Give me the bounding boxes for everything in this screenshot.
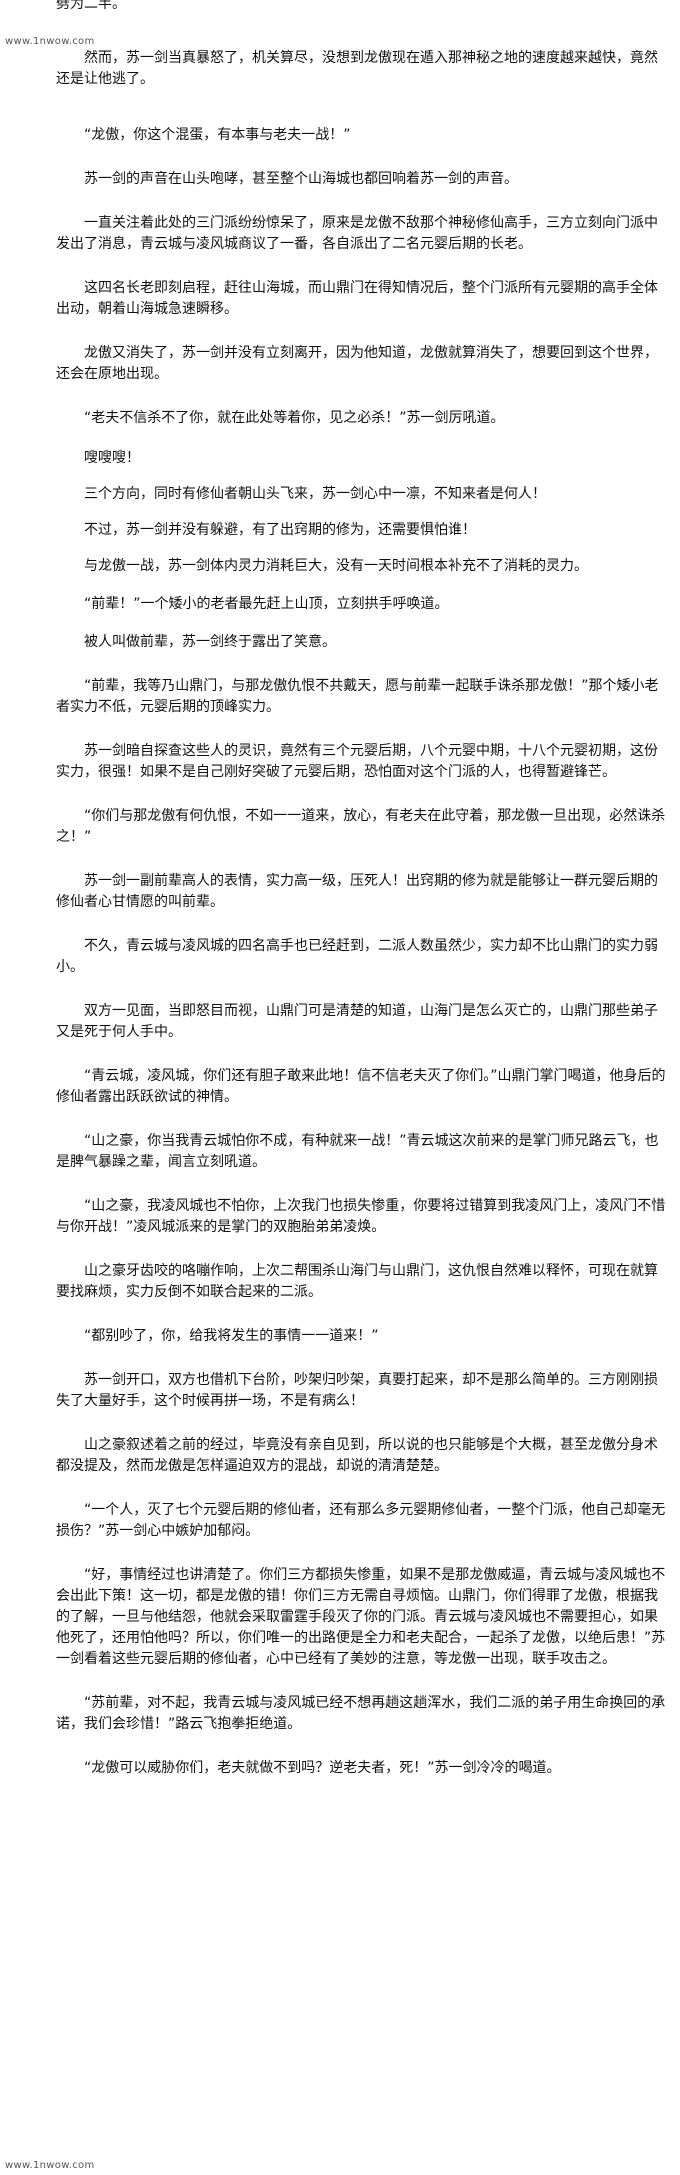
paragraph: 龙傲又消失了，苏一剑并没有立刻离开，因为他知道，龙傲就算消失了，想要回到这个世界… [56,345,658,382]
paragraph: 这四名长老即刻启程，赶往山海城，而山鼎门在得知情况后，整个门派所有元婴期的高手全… [56,280,658,317]
paragraph: 然而，苏一剑当真暴怒了，机关算尽，没想到龙傲现在遁入那神秘之地的速度越来越快，竟… [56,50,658,87]
watermark-top: www.1nwow.com [5,36,95,47]
paragraph: “你们与那龙傲有何仇恨，不如一一道来，放心，有老夫在此守着，那龙傲一旦出现，必然… [56,808,666,845]
paragraph: 山之豪牙齿咬的咯嘣作响，上次二帮围杀山海门与山鼎门，这仇恨自然难以释怀，可现在就… [56,1263,658,1300]
paragraph: 被人叫做前辈，苏一剑终于露出了笑意。 [84,634,336,650]
paragraph: “都别吵了，你，给我将发生的事情一一道来！” [84,1328,379,1344]
paragraph: 不过，苏一剑并没有躲避，有了出窍期的修为，还需要惧怕谁！ [84,522,476,538]
paragraph: 双方一见面，当即怒目而视，山鼎门可是清楚的知道，山海门是怎么灭亡的，山鼎门那些弟… [56,1003,658,1040]
paragraph: 苏一剑开口，双方也借机下台阶，吵架归吵架，真要打起来，却不是那么简单的。三方刚刚… [56,1372,658,1409]
paragraph: 苏一剑一副前辈高人的表情，实力高一级，压死人！出窍期的修为就是能够让一群元婴后期… [56,873,658,910]
paragraph: 一直关注着此处的三门派纷纷惊呆了，原来是龙傲不敌那个神秘修仙高手，三方立刻向门派… [56,215,658,252]
paragraph: 不久，青云城与凌风城的四名高手也已经赶到，二派人数虽然少，实力却不比山鼎门的实力… [56,938,658,975]
paragraph: 山之豪叙述着之前的经过，毕竟没有亲自见到，所以说的也只能够是个大概，甚至龙傲分身… [56,1437,658,1474]
paragraph: “一个人，灭了七个元婴后期的修仙者，还有那么多元婴期修仙者，一整个门派，他自己却… [56,1502,666,1539]
paragraph: “龙傲，你这个混蛋，有本事与老夫一战！” [84,127,351,143]
paragraph: 三个方向，同时有修仙者朝山头飞来，苏一剑心中一凛，不知来者是何人！ [84,486,546,502]
paragraph: 劈为二半。 [56,0,126,12]
paragraph: “老夫不信杀不了你，就在此处等着你，见之必杀！”苏一剑厉吼道。 [84,410,505,426]
watermark-bottom: www.1nwow.com [5,2160,95,2171]
paragraph: “苏前辈，对不起，我青云城与凌风城已经不想再趟这趟浑水，我们二派的弟子用生命换回… [56,1695,666,1732]
paragraph: 苏一剑的声音在山头咆哮，甚至整个山海城也都回响着苏一剑的声音。 [84,171,518,187]
paragraph: “山之豪，你当我青云城怕你不成，有种就来一战！”青云城这次前来的是掌门师兄路云飞… [56,1133,659,1170]
paragraph: “青云城，凌风城，你们还有胆子敢来此地！信不信老夫灭了你们。”山鼎门掌门喝道，他… [56,1068,666,1105]
paragraph: “前辈！”一个矮小的老者最先赶上山顶，立刻拱手呼唤道。 [84,596,449,612]
article-body: 劈为二半。 然而，苏一剑当真暴怒了，机关算尽，没想到龙傲现在遁入那神秘之地的速度… [56,0,666,1779]
paragraph: 与龙傲一战，苏一剑体内灵力消耗巨大，没有一天时间根本补充不了消耗的灵力。 [84,558,588,574]
paragraph: “山之豪，我凌风城也不怕你，上次我门也损失惨重，你要将过错算到我凌风门上，凌风门… [56,1198,666,1235]
paragraph: “好，事情经过也讲清楚了。你们三方都损失惨重，如果不是那龙傲威逼，青云城与凌风城… [56,1567,666,1667]
paragraph: 嗖嗖嗖！ [84,450,140,466]
paragraph: 苏一剑暗自探查这些人的灵识，竟然有三个元婴后期，八个元婴中期，十八个元婴初期，这… [56,743,658,780]
paragraph: “前辈，我等乃山鼎门，与那龙傲仇恨不共戴天，愿与前辈一起联手诛杀那龙傲！”那个矮… [56,678,659,715]
paragraph: “龙傲可以威胁你们，老夫就做不到吗？逆老夫者，死！”苏一剑冷冷的喝道。 [84,1760,561,1776]
